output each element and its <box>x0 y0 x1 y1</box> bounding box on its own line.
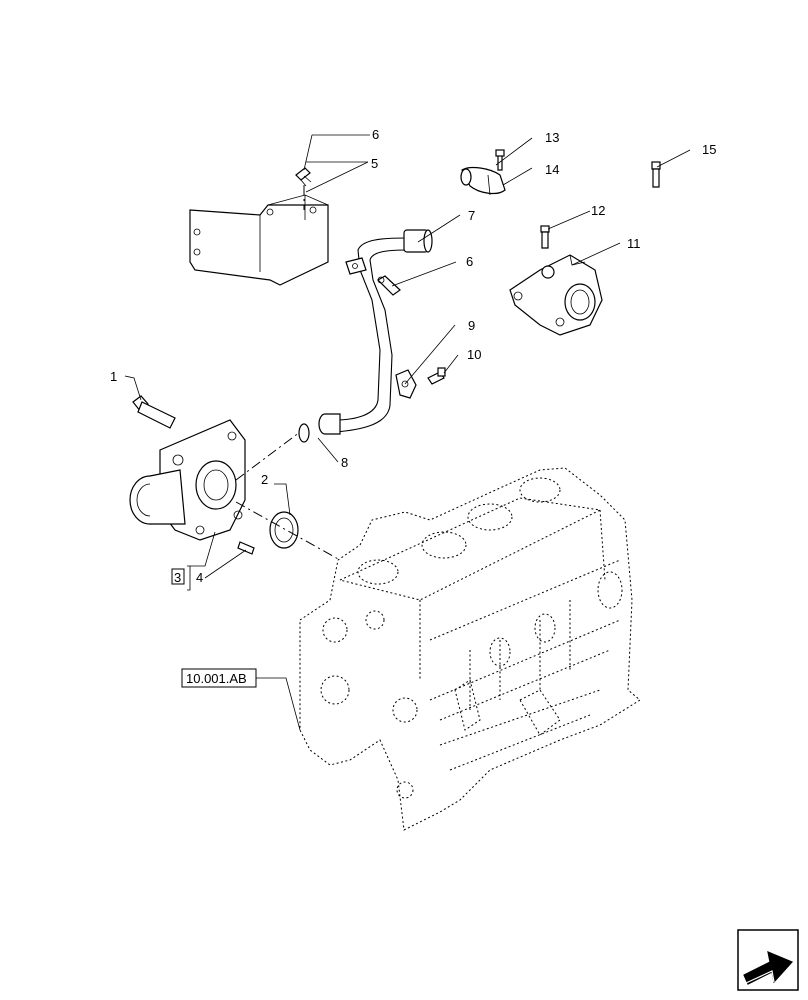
leader-lines <box>124 134 691 731</box>
reference-link[interactable]: 10.001.AB <box>181 668 257 688</box>
boxed-callout-3: 3 <box>171 568 185 585</box>
oring-part-8 <box>298 423 310 443</box>
pump-housing-part-3 <box>129 419 246 541</box>
screw-part-12 <box>540 225 550 249</box>
callout-10: 10 <box>467 347 481 362</box>
screw-part-6-upper <box>295 167 312 187</box>
callout-15: 15 <box>702 142 716 157</box>
engine-block <box>299 467 641 831</box>
outlet-elbow-part-14 <box>460 166 506 196</box>
callout-7: 7 <box>468 208 475 223</box>
centerline <box>235 431 301 481</box>
callout-12: 12 <box>591 203 605 218</box>
callout-4: 4 <box>196 570 203 585</box>
callout-11: 11 <box>627 236 641 251</box>
callout-6-upper: 6 <box>372 127 379 142</box>
callout-13: 13 <box>545 130 559 145</box>
screw-part-10 <box>427 367 446 385</box>
bracket-part-5 <box>189 194 329 286</box>
next-page-arrow-icon[interactable] <box>737 929 799 991</box>
callout-9: 9 <box>468 318 475 333</box>
callout-3: 3 <box>174 570 181 585</box>
screw-part-6-lower <box>377 275 401 296</box>
callout-14: 14 <box>545 162 559 177</box>
dowel-part-4 <box>237 541 255 555</box>
bolt-part-1 <box>132 395 176 429</box>
thermostat-housing-part-11 <box>509 254 603 336</box>
screw-part-13 <box>495 149 505 171</box>
callout-8: 8 <box>341 455 348 470</box>
coolant-pipe-part-7 <box>318 229 433 435</box>
callout-6-lower: 6 <box>466 254 473 269</box>
callout-5: 5 <box>371 156 378 171</box>
gasket-part-2 <box>269 511 299 549</box>
reference-label[interactable]: 10.001.AB <box>186 671 247 686</box>
callout-labels: 1 2 4 5 6 7 6 9 10 8 13 14 12 11 15 <box>110 127 716 585</box>
callout-2: 2 <box>261 472 268 487</box>
callout-1: 1 <box>110 369 117 384</box>
